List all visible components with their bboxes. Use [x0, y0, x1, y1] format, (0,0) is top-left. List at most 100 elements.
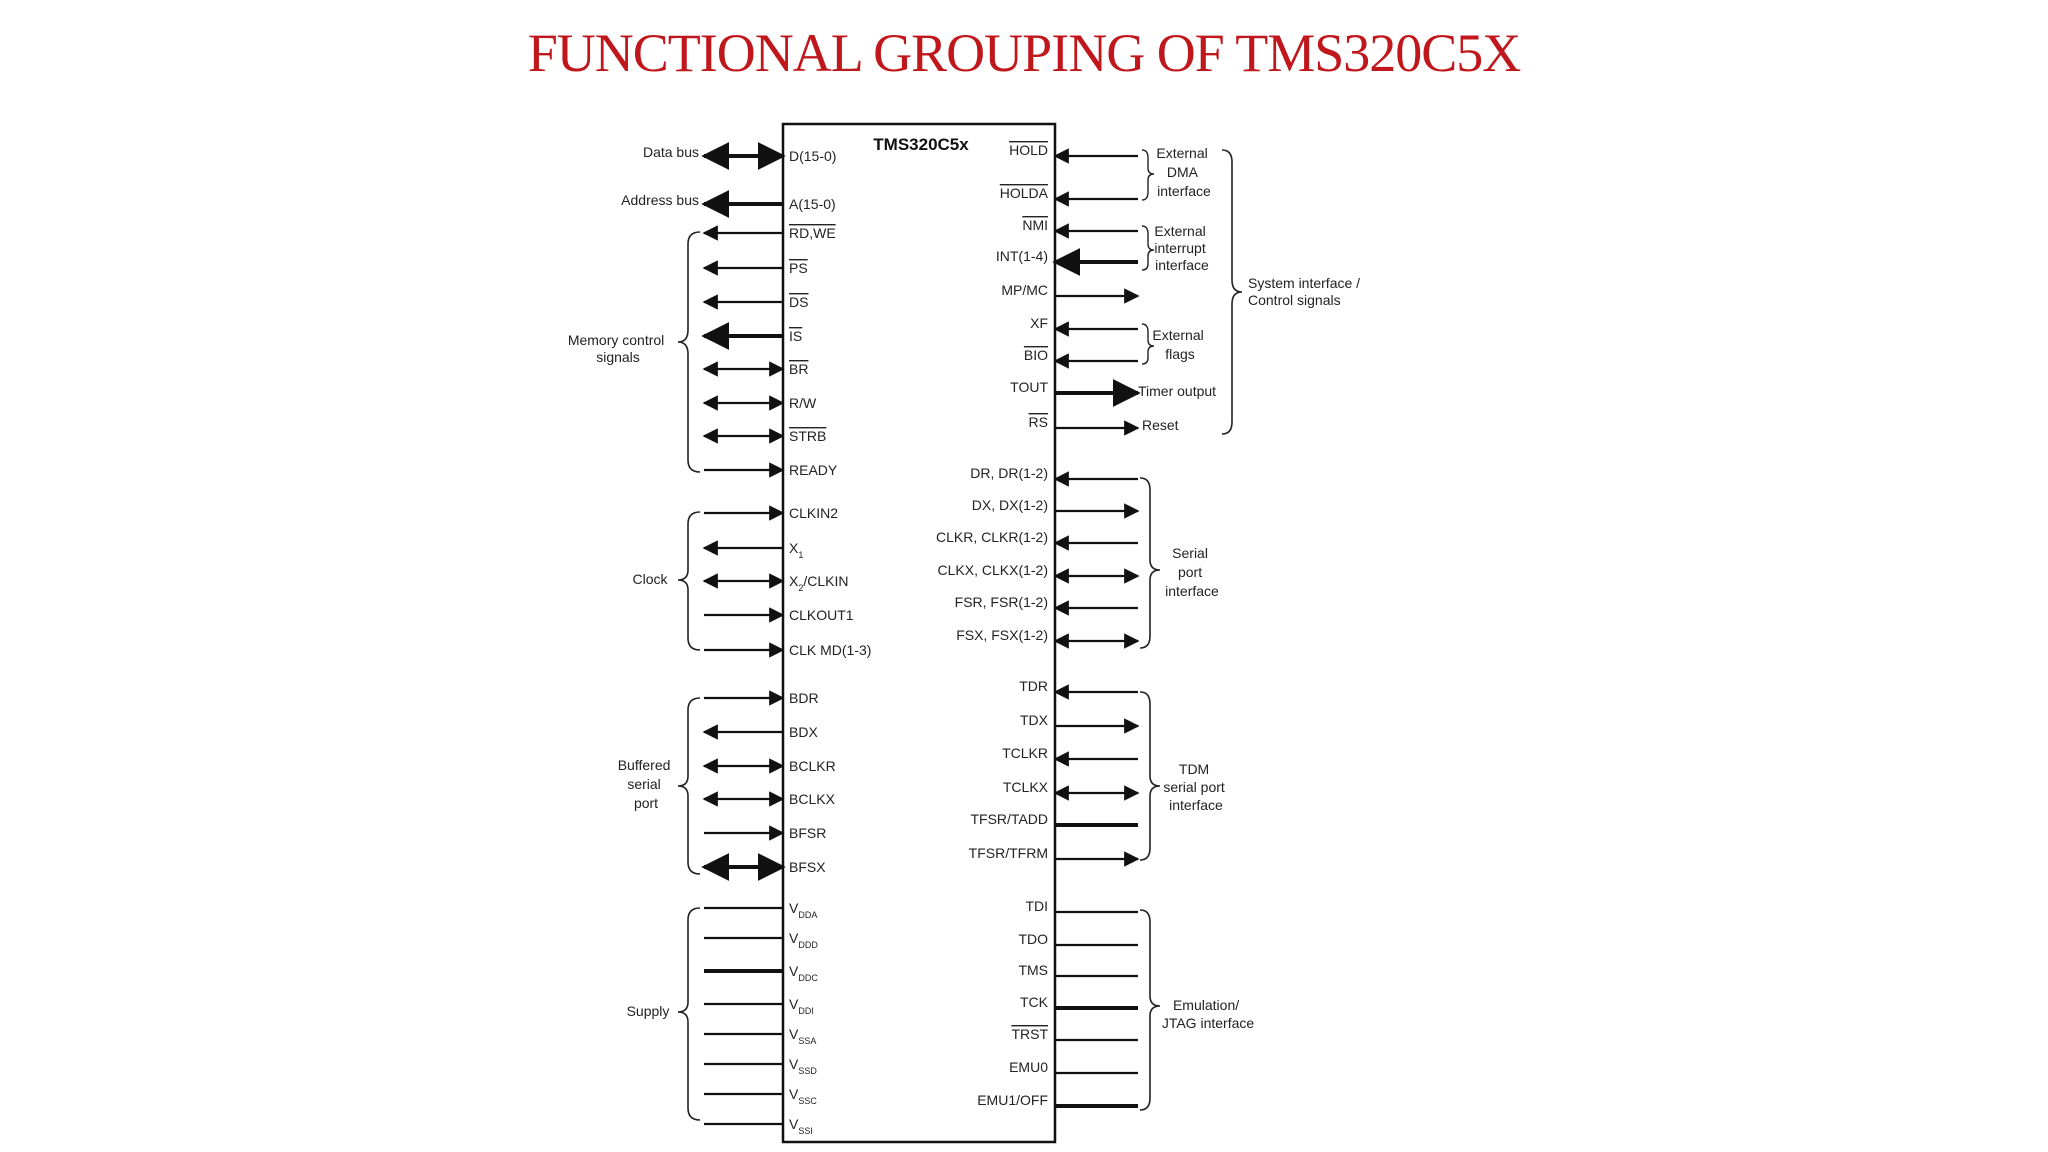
pin-label-tclkx: TCLKX — [1003, 779, 1049, 795]
timer-output-label: Timer output — [1138, 383, 1216, 399]
pin-label-xf: XF — [1030, 315, 1048, 331]
pin-label-tclkr: TCLKR — [1002, 745, 1048, 761]
serial-brace — [1139, 477, 1161, 649]
supply-brace — [677, 907, 701, 1121]
pin-label-clk-md-1-3: CLK MD(1-3) — [789, 642, 871, 658]
emulation-brace — [1139, 909, 1161, 1111]
pin-label-tck: TCK — [1020, 994, 1049, 1010]
pin-label-ps: PS — [789, 260, 808, 276]
dma-label-line2: DMA — [1167, 164, 1199, 180]
address-bus-label: Address bus — [621, 192, 699, 208]
pin-label-holda: HOLDA — [1000, 185, 1049, 201]
left-pin-group: D(15-0)A(15-0)RD,WEPSDSISBRR/WSTRBREADYC… — [701, 142, 871, 1136]
reset-label: Reset — [1142, 417, 1179, 433]
dma-brace — [1141, 149, 1155, 201]
pin-label-tdi: TDI — [1025, 898, 1048, 914]
pin-label-tdr: TDR — [1019, 678, 1048, 694]
memory-label-line1: Memory control — [568, 332, 664, 348]
pin-label-nmi: NMI — [1022, 217, 1048, 233]
serial-label-line1: Serial — [1172, 545, 1208, 561]
memory-group-label: Memory control signals — [568, 332, 668, 365]
serial-group-label: Serial port interface — [1165, 545, 1219, 599]
pin-label-tfsr-tfrm: TFSR/TFRM — [969, 845, 1048, 861]
emulation-label-line1: Emulation/ — [1173, 997, 1239, 1013]
pin-label-vssa: VSSA — [789, 1026, 816, 1046]
data-bus-label: Data bus — [643, 144, 699, 160]
pin-label-r-w: R/W — [789, 395, 817, 411]
pin-label-bfsx: BFSX — [789, 859, 826, 875]
serial-label-line2: port — [1178, 564, 1202, 580]
pin-label-trst: TRST — [1011, 1026, 1048, 1042]
pin-label-vssd: VSSD — [789, 1056, 817, 1076]
pin-label-emu1-off: EMU1/OFF — [977, 1092, 1048, 1108]
flags-group-label: External flags — [1152, 327, 1207, 362]
pin-label-tms: TMS — [1018, 962, 1048, 978]
buffered-label-line1: Buffered — [618, 757, 671, 773]
system-group-label: System interface / Control signals — [1248, 275, 1364, 308]
pin-label-x1: X1 — [789, 540, 803, 560]
pin-label-mp-mc: MP/MC — [1001, 282, 1048, 298]
pin-label-strb: STRB — [789, 428, 826, 444]
interrupt-label-line1: External — [1154, 223, 1205, 239]
tdm-label-line2: serial port — [1163, 779, 1225, 795]
tdm-group-label: TDM serial port interface — [1163, 761, 1228, 813]
pin-label-emu0: EMU0 — [1009, 1059, 1048, 1075]
interrupt-group-label: External interrupt interface — [1154, 223, 1209, 273]
memory-label-line2: signals — [596, 349, 640, 365]
memory-brace — [677, 231, 701, 473]
dma-label-line3: interface — [1157, 183, 1211, 199]
pin-label-clkx-clkx-1-2: CLKX, CLKX(1-2) — [938, 562, 1048, 578]
tdm-brace — [1139, 691, 1161, 861]
pin-label-bdx: BDX — [789, 724, 818, 740]
dma-group-label: External DMA interface — [1156, 145, 1211, 199]
pin-label-bclkr: BCLKR — [789, 758, 836, 774]
system-label-line2: Control signals — [1248, 292, 1341, 308]
system-brace — [1221, 149, 1243, 435]
pin-label-is: IS — [789, 328, 802, 344]
pin-label-int-1-4: INT(1-4) — [996, 248, 1048, 264]
pin-label-a-15-0: A(15-0) — [789, 196, 836, 212]
pin-label-dr-dr-1-2: DR, DR(1-2) — [970, 465, 1048, 481]
tdm-label-line1: TDM — [1179, 761, 1209, 777]
pin-label-clkout1: CLKOUT1 — [789, 607, 854, 623]
pin-label-d-15-0: D(15-0) — [789, 148, 836, 164]
pin-label-tfsr-tadd: TFSR/TADD — [970, 811, 1048, 827]
pin-label-bio: BIO — [1024, 347, 1048, 363]
buffered-brace — [677, 697, 701, 875]
flags-brace — [1141, 323, 1155, 365]
pin-label-rs: RS — [1029, 414, 1048, 430]
interrupt-label-line2: interrupt — [1154, 240, 1205, 256]
pin-label-tdx: TDX — [1020, 712, 1049, 728]
pin-label-fsx-fsx-1-2: FSX, FSX(1-2) — [956, 627, 1048, 643]
pin-label-vssi: VSSI — [789, 1116, 813, 1136]
buffered-label-line2: serial — [627, 776, 660, 792]
pin-label-br: BR — [789, 361, 808, 377]
pin-label-bdr: BDR — [789, 690, 819, 706]
pin-label-x2-clkin: X2/CLKIN — [789, 573, 848, 593]
pin-label-bfsr: BFSR — [789, 825, 826, 841]
pin-label-vddc: VDDC — [789, 963, 818, 983]
pin-label-ready: READY — [789, 462, 838, 478]
pin-label-clkin2: CLKIN2 — [789, 505, 838, 521]
tdm-label-line3: interface — [1169, 797, 1223, 813]
pin-label-vddi: VDDI — [789, 996, 814, 1016]
chip-body — [781, 122, 1057, 1144]
interrupt-brace — [1141, 225, 1155, 271]
pin-label-fsr-fsr-1-2: FSR, FSR(1-2) — [955, 594, 1048, 610]
clock-brace — [677, 511, 701, 651]
pin-label-vssc: VSSC — [789, 1086, 817, 1106]
pin-label-clkr-clkr-1-2: CLKR, CLKR(1-2) — [936, 529, 1048, 545]
emulation-label-line2: JTAG interface — [1162, 1015, 1255, 1031]
chip-name: TMS320C5x — [873, 135, 969, 154]
buffered-label-line3: port — [634, 795, 658, 811]
buffered-group-label: Buffered serial port — [618, 757, 675, 811]
system-label-line1: System interface / — [1248, 275, 1360, 291]
pin-label-bclkx: BCLKX — [789, 791, 836, 807]
pin-label-dx-dx-1-2: DX, DX(1-2) — [972, 497, 1048, 513]
dma-label-line1: External — [1156, 145, 1207, 161]
flags-label-line2: flags — [1165, 346, 1195, 362]
pin-label-tdo: TDO — [1018, 931, 1048, 947]
clock-group-label: Clock — [632, 571, 668, 587]
emulation-group-label: Emulation/ JTAG interface — [1162, 997, 1255, 1031]
